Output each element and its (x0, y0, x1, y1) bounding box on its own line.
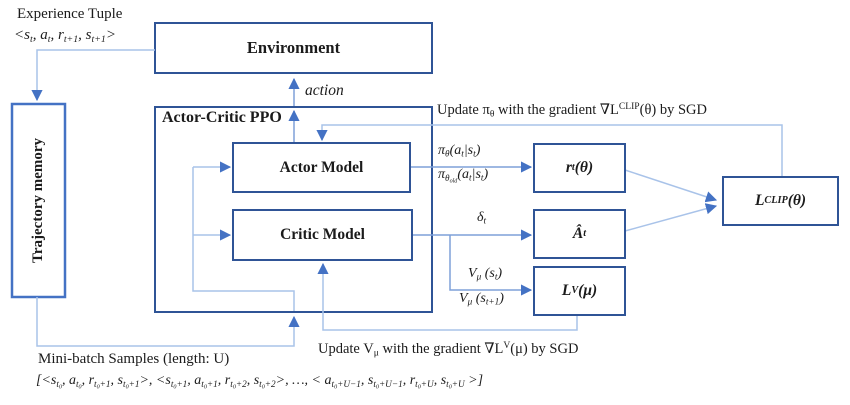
update-pi-feedback-arrow (316, 124, 783, 177)
update-pi-label: Update πθ with the gradient ∇LCLIP(θ) by… (437, 101, 708, 120)
minibatch-branch-line (192, 167, 295, 311)
v-st-label: Vμ (st) (468, 266, 503, 282)
v-st1-label: Vμ (st+1) (459, 291, 504, 307)
minibatch-samples-arrow (36, 297, 300, 347)
value-branch-arrow (449, 235, 533, 296)
experience-tuple-title: Experience Tuple (17, 6, 123, 22)
value-loss-box (533, 266, 626, 316)
clip-loss-box (722, 176, 839, 226)
pi-old-label: πθold(at|st) (438, 167, 489, 185)
delta-label: δt (477, 210, 487, 226)
environment-label: Environment (246, 38, 341, 57)
minibatch-title: Mini-batch Samples (length: U) (38, 351, 230, 367)
actor-model-box (232, 142, 411, 193)
advantage-to-clip-arrow (624, 203, 718, 232)
advantage-box (533, 209, 626, 259)
trajectory-memory-label: Trajectory memory (12, 104, 65, 297)
trajectory-memory-box (10, 102, 67, 299)
critic-model-box (232, 209, 413, 261)
pi-new-label: πθ(at|st) (438, 143, 481, 159)
minibatch-sequence: [<st0, at0, rt0+1, st0+1>, <st0+1, at0+1… (36, 373, 484, 391)
action-label: action (305, 82, 344, 99)
actor-model-label: Actor Model (279, 158, 364, 176)
ratio-box (533, 143, 626, 193)
trajectory-memory-text: Trajectory memory (30, 137, 47, 264)
experience-tuple-formula: <st, at, rt+1, st+1> (14, 27, 116, 45)
update-v-feedback-arrow (317, 262, 578, 331)
environment-box (154, 22, 433, 74)
update-v-label: Update Vμ with the gradient ∇LV(μ) by SG… (318, 340, 579, 359)
critic-model-label: Critic Model (280, 226, 365, 243)
ppo-label: Actor-Critic PPO (162, 109, 282, 126)
experience-tuple-arrow (31, 49, 155, 102)
ratio-to-clip-arrow (624, 169, 718, 203)
